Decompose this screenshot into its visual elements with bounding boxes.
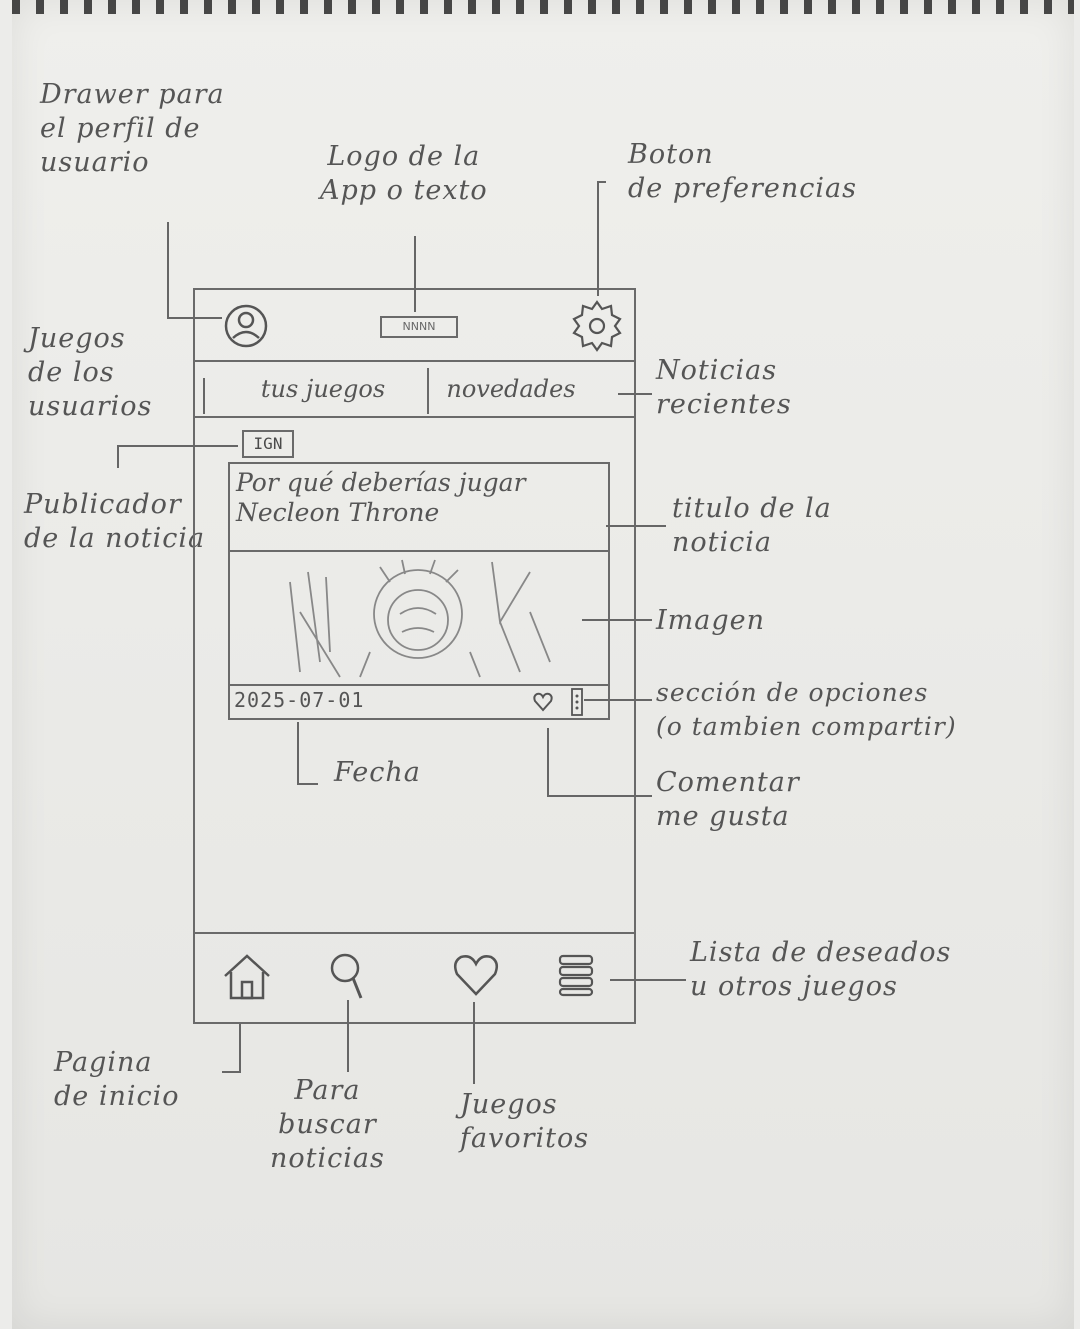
annotation-user-games: Juegos de los usuarios: [28, 323, 153, 422]
app-logo: NNNN: [380, 316, 458, 338]
tab-divider: [427, 368, 429, 414]
annotation-recent-news: Noticias recientes: [656, 355, 792, 420]
stacked-list-icon[interactable]: [555, 952, 597, 998]
annotation-date: Fecha: [334, 757, 421, 788]
news-card[interactable]: Por qué deberías jugar Necleon Throne 20…: [228, 462, 610, 720]
annotation-drawer: Drawer para el perfil de usuario: [40, 79, 225, 178]
news-title: Por qué deberías jugar Necleon Throne: [230, 464, 608, 552]
top-app-bar: NNNN: [195, 290, 634, 362]
notebook-spiral: [12, 0, 1074, 14]
gear-icon[interactable]: [567, 296, 627, 356]
tab-your-games[interactable]: tus juegos: [260, 375, 386, 403]
search-icon[interactable]: [325, 950, 369, 1002]
news-options-bar: 2025-07-01: [230, 684, 608, 718]
tab-bar: tus juegos novedades: [195, 362, 634, 418]
annotation-home: Pagina de inicio: [54, 1047, 180, 1112]
annotation-wishlist: Lista de deseados u otros juegos: [690, 937, 952, 1002]
annotation-publisher: Publicador de la noticia: [24, 489, 206, 554]
annotation-favorites: Juegos favoritos: [460, 1089, 590, 1154]
annotation-search: Para buscar noticias: [270, 1075, 385, 1174]
phone-wireframe: NNNN tus juegos novedades IGN Por qué de…: [193, 288, 636, 1024]
annotation-logo: Logo de la App o texto: [320, 141, 488, 206]
annotation-preferences: Boton de preferencias: [628, 139, 857, 204]
tab-news[interactable]: novedades: [446, 375, 576, 403]
heart-icon[interactable]: [451, 952, 501, 998]
sketch-paper: [12, 0, 1074, 1329]
news-image: [230, 552, 608, 686]
news-date: 2025-07-01: [234, 688, 365, 712]
annotation-news-title: titulo de la noticia: [672, 493, 832, 558]
news-publisher: IGN: [242, 430, 294, 458]
annotation-comment-like: Comentar me gusta: [656, 767, 800, 832]
home-icon[interactable]: [219, 952, 275, 1002]
vertical-dots-icon[interactable]: [570, 688, 584, 716]
news-image-sketch: [289, 559, 551, 678]
annotation-image: Imagen: [656, 605, 766, 636]
heart-icon[interactable]: [532, 692, 554, 712]
bottom-nav-bar: [195, 932, 634, 1022]
annotation-options: sección de opciones (o tambien compartir…: [656, 678, 957, 741]
user-circle-icon[interactable]: [221, 302, 271, 350]
